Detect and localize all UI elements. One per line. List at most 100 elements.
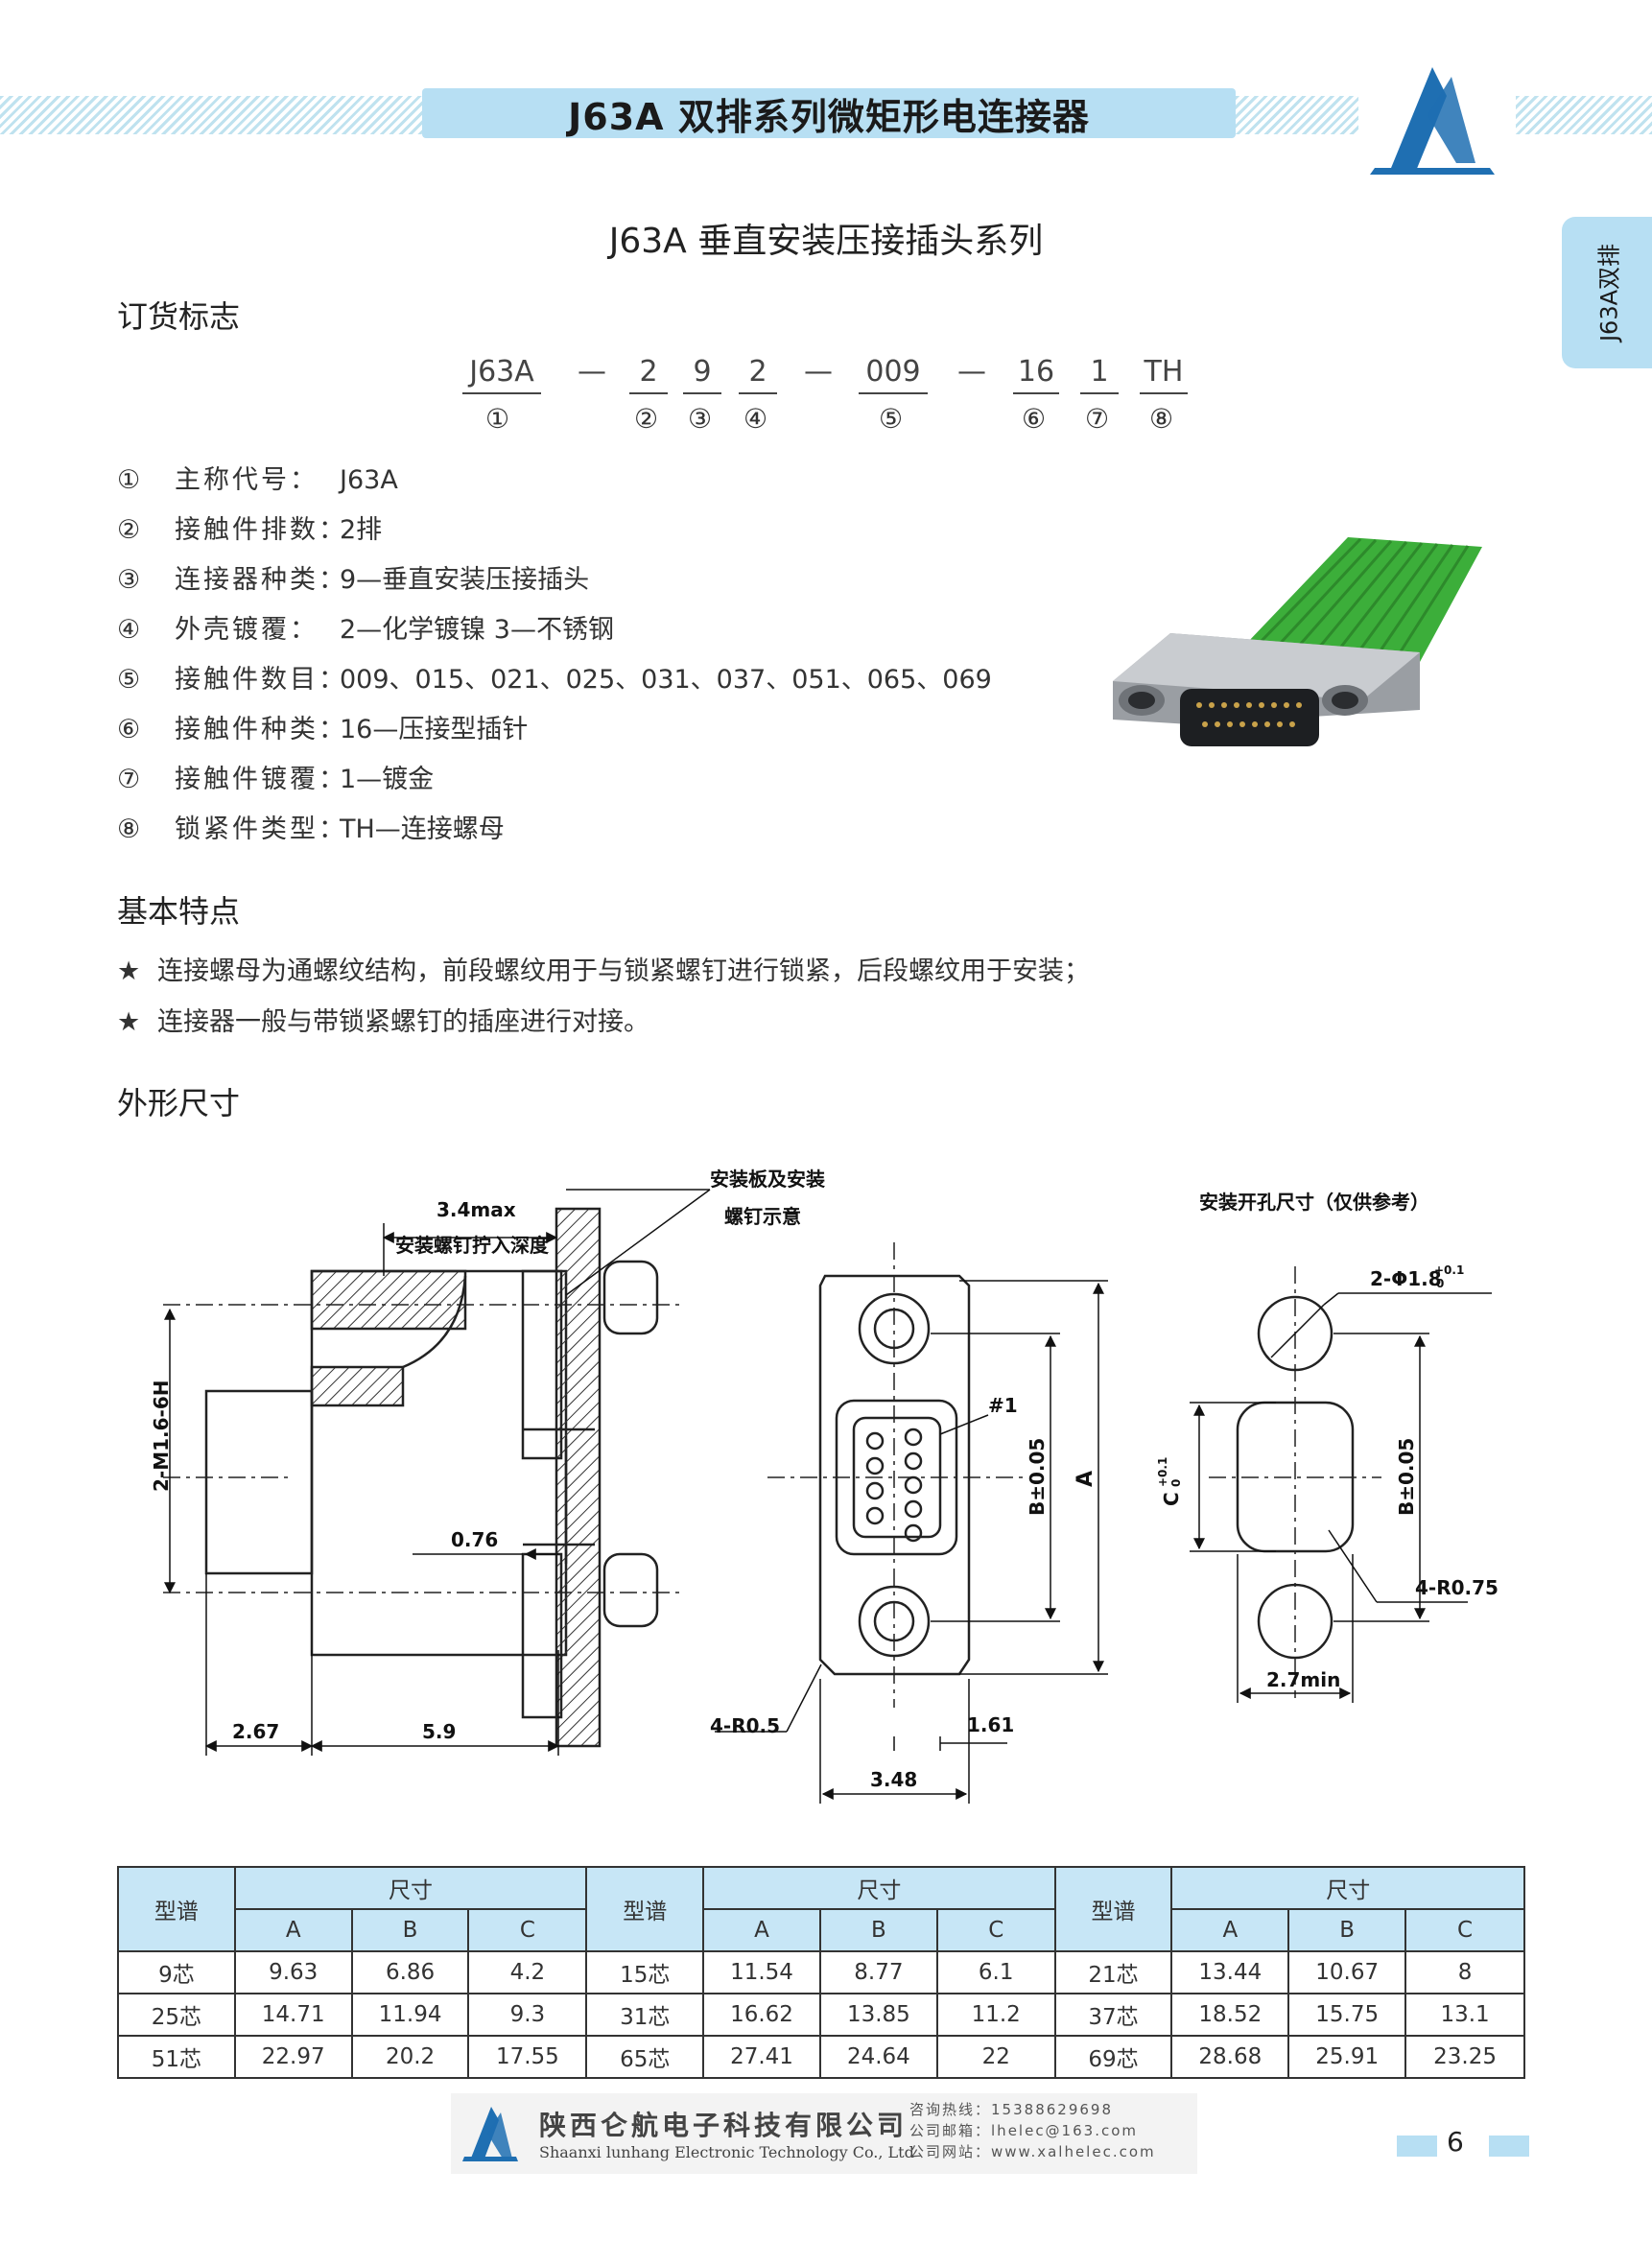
table-cell: 11.94	[350, 1993, 470, 2037]
header-title: J63A 双排系列微矩形电连接器	[422, 88, 1236, 138]
table-cell: 31芯	[585, 1993, 705, 2037]
col-header-a: A	[1170, 1908, 1290, 1952]
table-cell: 6.1	[935, 1950, 1056, 1994]
table-cell: 15.75	[1287, 1993, 1407, 2037]
size-header: 尺寸	[1170, 1866, 1525, 1910]
table-cell: 8	[1404, 1950, 1525, 1994]
code-plating: 2	[739, 355, 777, 394]
table-cell: 4.2	[467, 1950, 588, 1994]
code-rows: 2	[629, 355, 668, 394]
table-cell: 25芯	[117, 1993, 236, 2037]
header-hatch-left	[0, 96, 422, 134]
model-header: 型谱	[1053, 1866, 1173, 1952]
label-b005: B±0.05	[1026, 1438, 1049, 1516]
table-cell: 27.41	[702, 2035, 821, 2079]
label-c-tol-up: +0.1	[1156, 1457, 1169, 1487]
code-number: ②	[634, 403, 659, 435]
model-header: 型谱	[117, 1866, 236, 1952]
table-cell: 22.97	[233, 2035, 353, 2079]
table-cell: 28.68	[1170, 2035, 1290, 2079]
header-hatch-right	[1236, 96, 1358, 134]
feature-item: ★连接器一般与带锁紧螺钉的插座进行对接。	[117, 1007, 649, 1037]
code-number: ⑧	[1149, 403, 1174, 435]
table-cell: 23.25	[1404, 2035, 1525, 2079]
table-cell: 6.86	[350, 1950, 470, 1994]
label-b005-2: B±0.05	[1395, 1438, 1418, 1516]
footer: 陕西仑航电子科技有限公司 Shaanxi lunhang Electronic …	[451, 2093, 1197, 2174]
code-type: 9	[683, 355, 721, 394]
dimensions-heading: 外形尺寸	[117, 1085, 241, 1121]
table-cell: 69芯	[1053, 2035, 1173, 2079]
label-phi-tol-up: +0.1	[1434, 1263, 1464, 1277]
page-subtitle: J63A 垂直安装压接插头系列	[608, 222, 1044, 261]
footer-website[interactable]: 公司网站：www.xalhelec.com	[909, 2143, 1156, 2160]
col-header-b: B	[350, 1908, 470, 1952]
company-name-cn: 陕西仑航电子科技有限公司	[539, 2110, 909, 2141]
table-cell: 51芯	[117, 2035, 236, 2079]
size-header: 尺寸	[233, 1866, 588, 1910]
table-cell: 9.63	[233, 1950, 353, 1994]
code-contact-plating: 1	[1080, 355, 1119, 394]
label-phi: 2-Φ1.8	[1370, 1267, 1442, 1290]
table-cell: 9.3	[467, 1993, 588, 2037]
table-cell: 37芯	[1053, 1993, 1173, 2037]
code-contact-type: 16	[1013, 355, 1059, 394]
col-header-b: B	[818, 1908, 938, 1952]
connector-product-image	[1113, 537, 1482, 746]
footer-email[interactable]: 公司邮箱：lhelec@163.com	[909, 2122, 1138, 2139]
table-cell: 13.1	[1404, 1993, 1525, 2037]
table-cell: 20.2	[350, 2035, 470, 2079]
col-header-c: C	[467, 1908, 588, 1952]
code-lock: TH	[1140, 355, 1188, 394]
label-d267: 2.67	[232, 1720, 279, 1743]
label-pin1: #1	[988, 1394, 1018, 1417]
code-number: ⑦	[1085, 403, 1110, 435]
company-logo	[1360, 58, 1504, 182]
table-cell: 22	[935, 2035, 1056, 2079]
label-mount-plate: 安装板及安装	[710, 1168, 825, 1191]
table-cell: 65芯	[585, 2035, 705, 2079]
col-header-c: C	[935, 1908, 1056, 1952]
label-c-tol-low: 0	[1169, 1479, 1183, 1487]
table-cell: 15芯	[585, 1950, 705, 1994]
code-number: ⑥	[1022, 403, 1047, 435]
cable-ribbon	[1247, 537, 1482, 662]
code-number: ④	[743, 403, 768, 435]
table-cell: 24.64	[818, 2035, 938, 2079]
size-header: 尺寸	[702, 1866, 1056, 1910]
table-cell: 11.2	[935, 1993, 1056, 2037]
col-header-a: A	[702, 1908, 821, 1952]
table-cell: 17.55	[467, 2035, 588, 2079]
label-r075: 4-R0.75	[1415, 1576, 1499, 1599]
label-d348: 3.48	[870, 1768, 917, 1791]
company-name-en: Shaanxi lunhang Electronic Technology Co…	[539, 2143, 914, 2161]
side-view	[204, 1207, 659, 1748]
col-header-a: A	[233, 1908, 353, 1952]
ordering-heading: 订货标志	[117, 298, 241, 335]
table-cell: 18.52	[1170, 1993, 1290, 2037]
code-series: J63A	[462, 355, 541, 394]
table-cell: 14.71	[233, 1993, 353, 2037]
label-d59: 5.9	[422, 1720, 456, 1743]
label-d076: 0.76	[451, 1528, 498, 1551]
code-dash: —	[804, 355, 833, 389]
table-cell: 16.62	[702, 1993, 821, 2037]
model-header: 型谱	[585, 1866, 705, 1952]
table-cell: 13.44	[1170, 1950, 1290, 1994]
features-heading: 基本特点	[117, 893, 241, 930]
label-screw-hint: 螺钉示意	[724, 1205, 801, 1228]
table-cell: 21芯	[1053, 1950, 1173, 1994]
label-c: C	[1160, 1492, 1183, 1506]
label-min27: 2.7min	[1266, 1668, 1340, 1691]
side-tab[interactable]: J63A双排	[1562, 217, 1652, 368]
label-phi-tol-low: 0	[1436, 1277, 1444, 1290]
